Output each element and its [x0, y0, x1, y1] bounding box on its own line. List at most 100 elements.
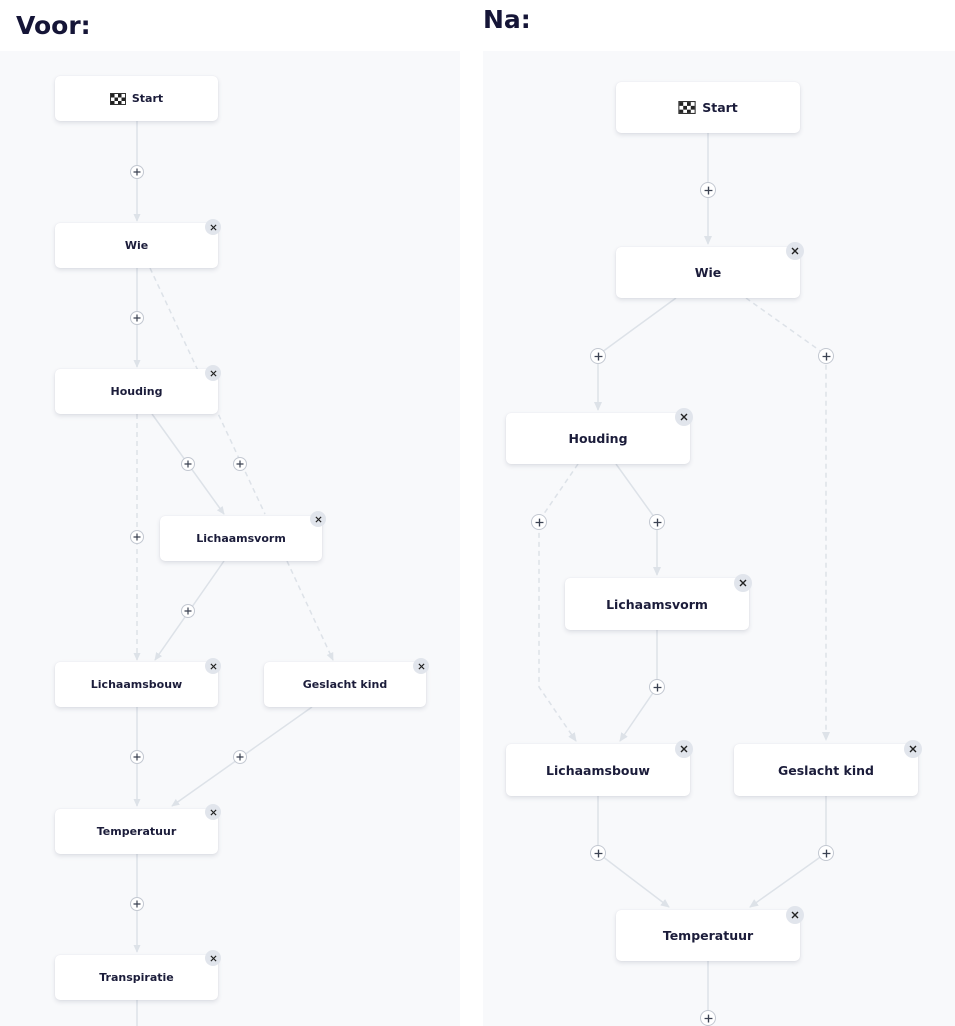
node-start[interactable]: Start	[616, 82, 800, 133]
close-icon	[791, 911, 799, 919]
plus-icon	[594, 849, 602, 857]
remove-node-button[interactable]	[675, 408, 693, 426]
node-label: Houding	[568, 431, 628, 446]
remove-node-button[interactable]	[310, 511, 326, 527]
edge-wie-geslacht	[745, 297, 830, 741]
close-icon	[909, 745, 917, 753]
add-step-button[interactable]	[531, 514, 547, 530]
add-step-button[interactable]	[181, 604, 195, 618]
node-label: Start	[131, 92, 164, 105]
edge-lichaamsbouw-temperatuur	[597, 796, 670, 908]
heading-after: Na:	[483, 5, 531, 34]
node-label: Geslacht kind	[302, 678, 388, 691]
add-step-button[interactable]	[233, 750, 247, 764]
add-step-button[interactable]	[130, 165, 144, 179]
add-step-button[interactable]	[181, 457, 195, 471]
checkered-flag-icon	[678, 101, 696, 114]
plus-icon	[653, 683, 661, 691]
close-icon	[739, 579, 747, 587]
remove-node-button[interactable]	[205, 804, 221, 820]
remove-node-button[interactable]	[734, 574, 752, 592]
remove-node-button[interactable]	[205, 365, 221, 381]
close-icon	[417, 662, 425, 670]
node-label: Wie	[694, 265, 722, 280]
add-step-button[interactable]	[818, 348, 834, 364]
add-step-button[interactable]	[130, 750, 144, 764]
plus-icon	[822, 352, 830, 360]
plus-icon	[184, 607, 192, 615]
node-lichaamsvorm[interactable]: Lichaamsvorm	[565, 578, 749, 630]
node-geslacht-kind[interactable]: Geslacht kind	[734, 744, 918, 796]
plus-icon	[236, 753, 244, 761]
node-label: Houding	[110, 385, 163, 398]
plus-icon	[133, 168, 141, 176]
remove-node-button[interactable]	[675, 740, 693, 758]
flow-canvas-before[interactable]: Start Wie Houding Lichaamsvorm Lichaamsb…	[0, 51, 460, 1026]
remove-node-button[interactable]	[205, 219, 221, 235]
flow-canvas-after[interactable]: Start Wie Houding Lichaamsvorm Lichaamsb…	[483, 51, 955, 1026]
close-icon	[209, 662, 217, 670]
node-houding[interactable]: Houding	[506, 413, 690, 464]
remove-node-button[interactable]	[205, 950, 221, 966]
add-step-button[interactable]	[130, 897, 144, 911]
remove-node-button[interactable]	[786, 906, 804, 924]
close-icon	[314, 515, 322, 523]
close-icon	[209, 223, 217, 231]
node-geslacht-kind[interactable]: Geslacht kind	[264, 662, 426, 707]
node-label: Lichaamsvorm	[196, 532, 286, 545]
node-wie[interactable]: Wie	[55, 223, 218, 268]
plus-icon	[236, 460, 244, 468]
plus-icon	[133, 900, 141, 908]
plus-icon	[704, 1014, 712, 1022]
plus-icon	[133, 533, 141, 541]
node-label: Lichaamsbouw	[546, 762, 650, 778]
node-houding[interactable]: Houding	[55, 369, 218, 414]
node-label: Wie	[124, 239, 149, 252]
node-lichaamsbouw[interactable]: Lichaamsbouw	[506, 744, 690, 796]
add-step-button[interactable]	[700, 182, 716, 198]
close-icon	[209, 808, 217, 816]
remove-node-button[interactable]	[786, 242, 804, 260]
plus-icon	[133, 753, 141, 761]
node-label: Temperatuur	[662, 928, 754, 943]
node-wie[interactable]: Wie	[616, 247, 800, 298]
add-step-button[interactable]	[649, 679, 665, 695]
close-icon	[680, 745, 688, 753]
node-temperatuur[interactable]: Temperatuur	[55, 809, 218, 854]
add-step-button[interactable]	[700, 1010, 716, 1026]
plus-icon	[704, 186, 712, 194]
plus-icon	[594, 352, 602, 360]
node-label: Geslacht kind	[778, 762, 874, 778]
remove-node-button[interactable]	[904, 740, 922, 758]
add-step-button[interactable]	[130, 311, 144, 325]
node-label: Transpiratie	[99, 971, 174, 984]
node-transpiratie[interactable]: Transpiratie	[55, 955, 218, 1000]
close-icon	[791, 247, 799, 255]
plus-icon	[133, 314, 141, 322]
plus-icon	[535, 518, 543, 526]
close-icon	[680, 413, 688, 421]
close-icon	[209, 954, 217, 962]
add-step-button[interactable]	[590, 845, 606, 861]
add-step-button[interactable]	[649, 514, 665, 530]
node-lichaamsbouw[interactable]: Lichaamsbouw	[55, 662, 218, 707]
node-label: Temperatuur	[96, 825, 177, 838]
add-step-button[interactable]	[233, 457, 247, 471]
add-step-button[interactable]	[818, 845, 834, 861]
add-step-button[interactable]	[590, 348, 606, 364]
checkered-flag-icon	[109, 92, 126, 105]
plus-icon	[184, 460, 192, 468]
edge-wie-houding	[594, 297, 677, 411]
add-step-button[interactable]	[130, 530, 144, 544]
close-icon	[209, 369, 217, 377]
remove-node-button[interactable]	[205, 658, 221, 674]
edge-lichaamsvorm-geslacht	[286, 560, 334, 661]
plus-icon	[822, 849, 830, 857]
node-start[interactable]: Start	[55, 76, 218, 121]
node-label: Lichaamsvorm	[606, 596, 708, 612]
node-label: Start	[702, 100, 738, 115]
remove-node-button[interactable]	[413, 658, 429, 674]
node-lichaamsvorm[interactable]: Lichaamsvorm	[160, 516, 322, 561]
node-temperatuur[interactable]: Temperatuur	[616, 910, 800, 961]
edge-geslacht-temperatuur	[749, 796, 827, 908]
